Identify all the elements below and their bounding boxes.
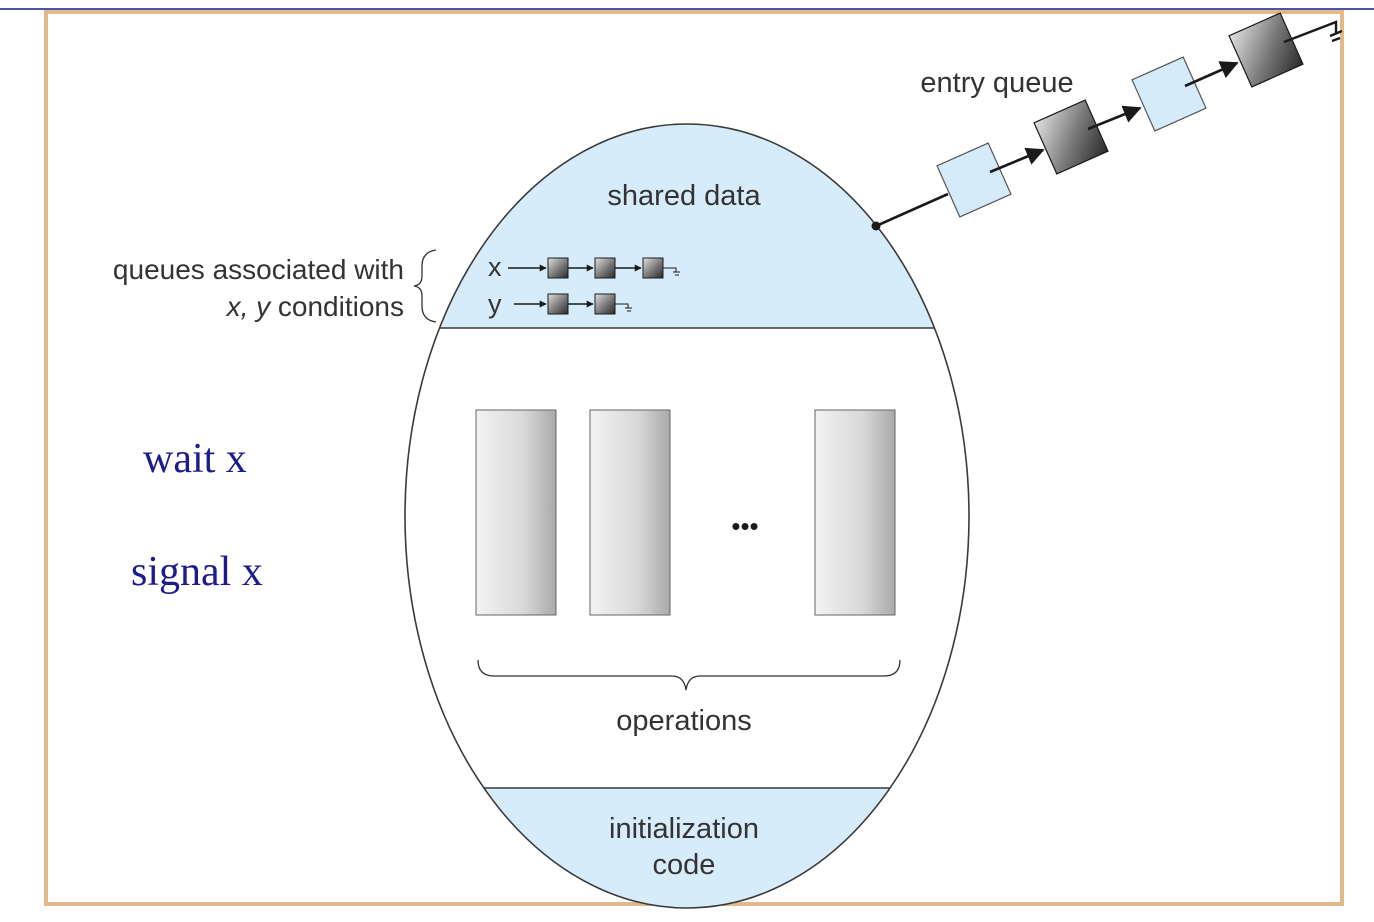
top-rule xyxy=(0,8,1374,10)
x-condition-label: x xyxy=(488,252,502,282)
entry-queue xyxy=(871,12,1343,231)
shared-data-label: shared data xyxy=(607,180,761,212)
wait-annotation: wait x xyxy=(143,436,247,482)
entry-queue-label: entry queue xyxy=(920,67,1073,99)
operations-ellipsis: ••• xyxy=(731,511,758,541)
operations-brace xyxy=(477,659,901,691)
queues-brace xyxy=(413,249,437,323)
queues-label-line2: x, y conditions xyxy=(225,291,404,322)
queues-label-line1: queues associated with xyxy=(113,254,404,285)
y-condition-label: y xyxy=(488,289,502,319)
init-label-line1: initialization xyxy=(609,813,759,845)
entry-queue-node-4 xyxy=(1228,12,1304,88)
signal-annotation: signal x xyxy=(131,549,263,595)
queues-label-vars: x, y xyxy=(225,291,273,322)
entry-queue-node-2 xyxy=(1033,99,1109,175)
monitor-ellipse xyxy=(404,123,970,909)
init-label-line2: code xyxy=(653,849,716,881)
operations-label: operations xyxy=(616,705,751,737)
entry-queue-node-1 xyxy=(936,142,1012,218)
operation-block-3 xyxy=(814,409,896,616)
operation-block-2 xyxy=(589,409,671,616)
y-condition-queue xyxy=(514,293,632,315)
x-condition-queue xyxy=(508,257,680,279)
shared-data-region xyxy=(405,124,969,328)
operation-block-1 xyxy=(475,409,557,616)
entry-queue-node-3 xyxy=(1131,56,1207,132)
queues-label-rest: conditions xyxy=(270,291,404,322)
